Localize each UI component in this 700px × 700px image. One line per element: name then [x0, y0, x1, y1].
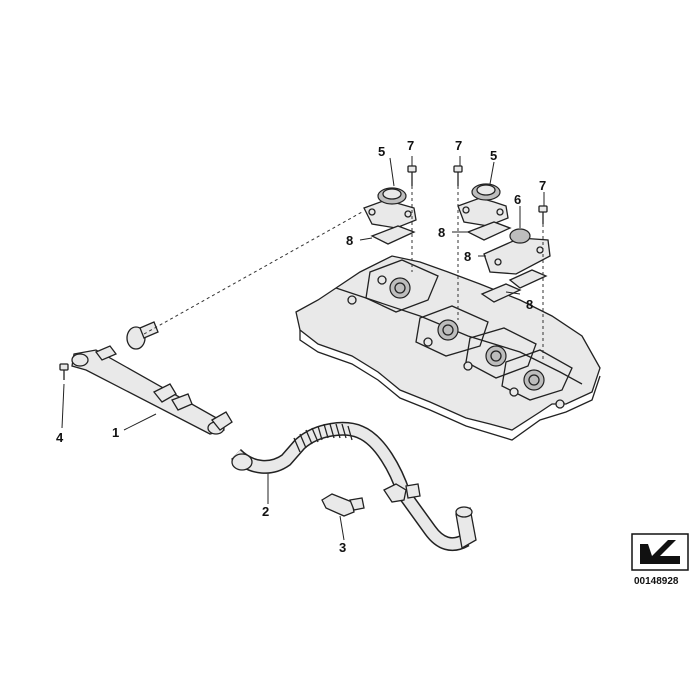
intake-adapter-icon	[483, 228, 551, 275]
breather-pipe-icon	[71, 345, 233, 435]
callout-7: 7	[539, 178, 546, 193]
callout-6: 6	[514, 192, 521, 207]
intake-adapter-icon	[363, 187, 417, 229]
callout-4: 4	[56, 430, 64, 445]
screw-icon	[538, 205, 548, 224]
rubber-plug-icon	[126, 321, 159, 350]
gasket-icon	[508, 269, 548, 289]
hose-clamp-icon	[383, 483, 421, 503]
callout-5: 5	[378, 144, 385, 159]
callout-7: 7	[455, 138, 462, 153]
callout-2: 2	[262, 504, 269, 519]
corrugated-hose-icon	[231, 421, 477, 552]
gasket-icon	[466, 221, 512, 241]
valve-cover-icon	[295, 255, 601, 441]
screw-icon	[407, 165, 417, 186]
screw-icon	[453, 165, 463, 186]
callout-8: 8	[346, 233, 353, 248]
callout-8: 8	[526, 297, 533, 312]
gasket-icon	[370, 225, 416, 245]
screw-icon	[59, 363, 69, 380]
callout-1: 1	[112, 425, 119, 440]
callout-7: 7	[407, 138, 414, 153]
callout-8: 8	[438, 225, 445, 240]
intake-adapter-icon	[457, 183, 509, 227]
callout-8: 8	[464, 249, 471, 264]
gasket-icon	[480, 283, 522, 303]
callout-5: 5	[490, 148, 497, 163]
hose-clamp-icon	[321, 493, 365, 517]
callout-3: 3	[339, 540, 346, 555]
reference-code: 00148928	[634, 576, 679, 587]
arrow-direction-icon	[631, 533, 689, 571]
